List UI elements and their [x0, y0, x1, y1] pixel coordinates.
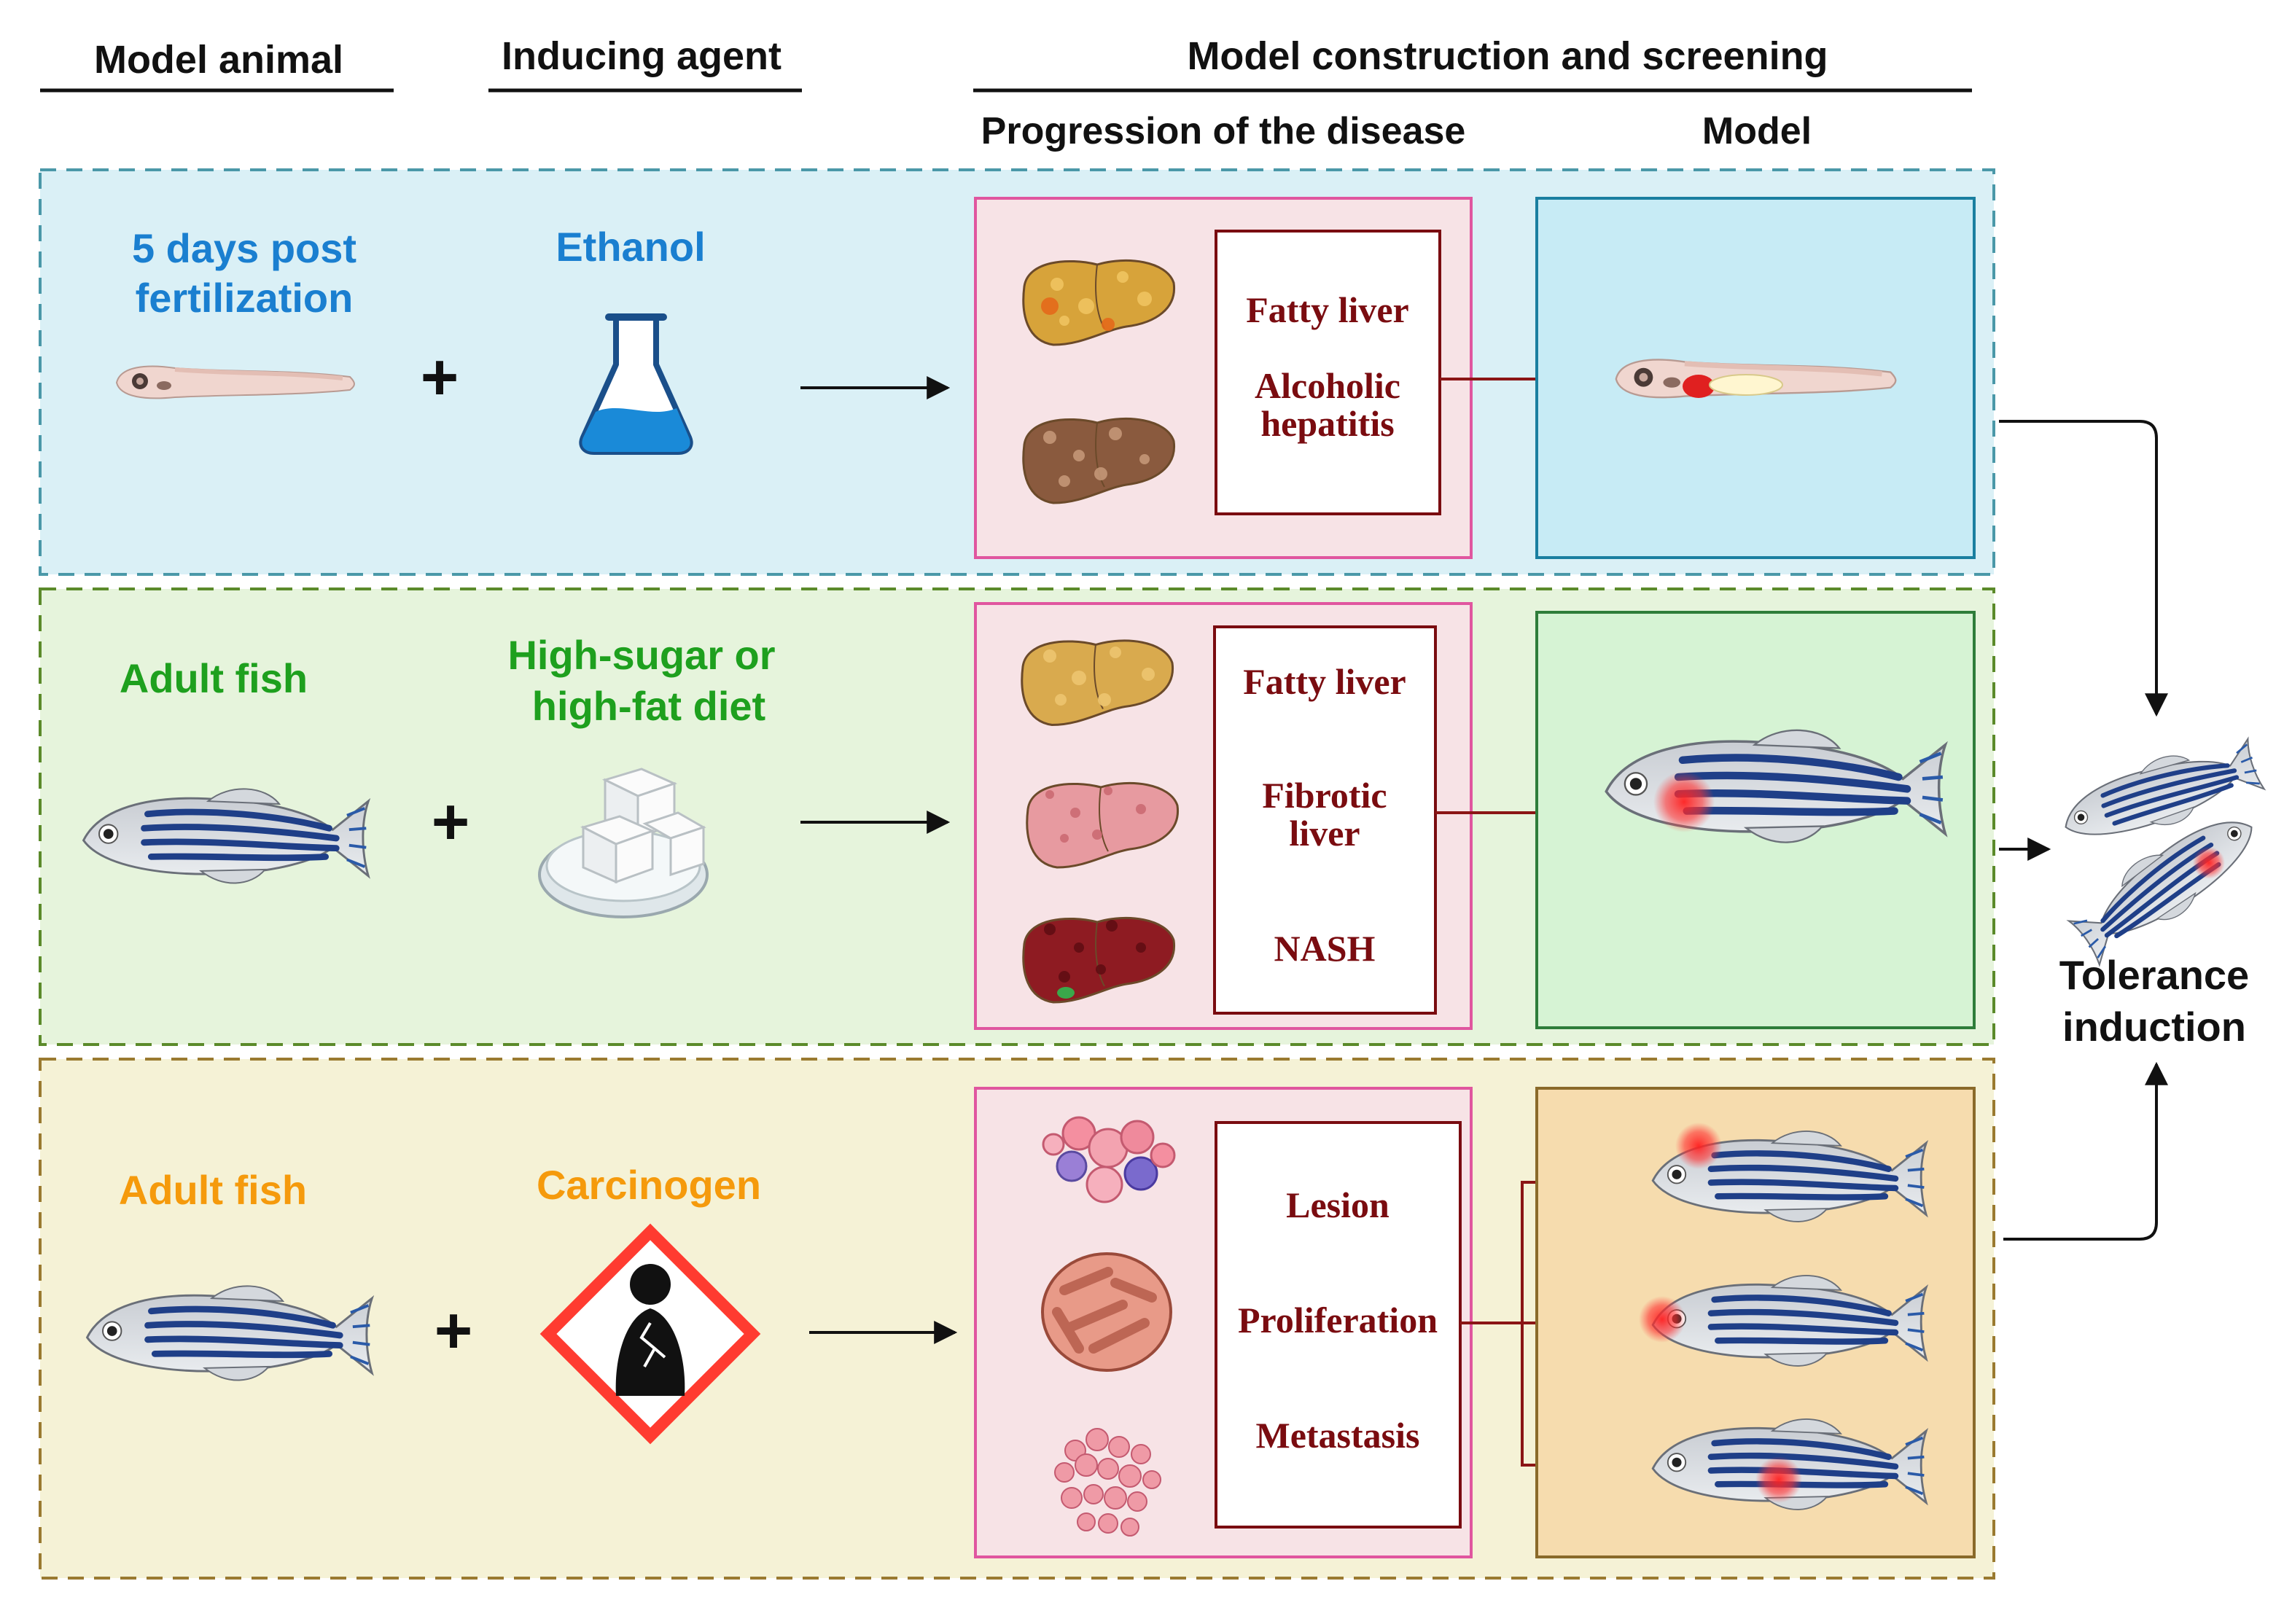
- stage-label: Metastasis: [1256, 1415, 1420, 1456]
- model-animal-label: Adult fish: [120, 655, 308, 701]
- tumor-spot: [1755, 1456, 1802, 1503]
- stage-label: liver: [1289, 813, 1360, 854]
- liver-nodules: [1043, 427, 1150, 487]
- inducing-agent-label: High-sugar or: [507, 632, 775, 678]
- stage-label: Lesion: [1286, 1184, 1390, 1225]
- liver-lesion-spot: [1653, 771, 1715, 832]
- model-animal-label: 5 days post: [132, 225, 356, 271]
- stage-label: Proliferation: [1238, 1300, 1438, 1340]
- flow-arrow: [1999, 420, 2168, 717]
- liver-fibrosis: [1045, 786, 1146, 843]
- plus-sign: +: [434, 1295, 473, 1367]
- stage-box: [1213, 625, 1437, 1015]
- tolerance-outcome: Tolerance induction: [2054, 730, 2269, 1050]
- gallbladder: [1057, 987, 1075, 999]
- model-animal-label: Adult fish: [119, 1167, 307, 1213]
- sugar-cubes-dish-icon: [538, 768, 709, 918]
- outcome-label: Tolerance: [2059, 952, 2249, 998]
- stage-label: Fibrotic: [1262, 775, 1387, 816]
- stage-box: [1215, 230, 1441, 515]
- tumor-spot: [1675, 1123, 1722, 1169]
- plus-sign: +: [432, 786, 470, 859]
- header-progression: Progression of the disease: [981, 110, 1466, 152]
- liver-spots: [1043, 647, 1155, 706]
- row-diet: Adult fish + High-sugar or high-fat diet: [39, 587, 2051, 1046]
- stage-label: Fatty liver: [1246, 289, 1409, 330]
- stage-label: Fatty liver: [1243, 661, 1406, 702]
- liver-nodules: [1044, 920, 1146, 983]
- header-model: Model: [1702, 110, 1812, 152]
- yolk: [1709, 374, 1783, 396]
- row-ethanol: 5 days post fertilization + Ethanol Fatt…: [39, 168, 2168, 717]
- model-animal-label: fertilization: [136, 275, 354, 321]
- stage-box: [1215, 1121, 1462, 1529]
- tumor-spot: [1639, 1296, 1685, 1343]
- header-model-construction: Model construction and screening: [1187, 34, 1828, 78]
- stage-label: Alcoholic: [1255, 365, 1400, 406]
- tumor-cells-icon: [1042, 1116, 1176, 1203]
- tumor-cells-icon: [1054, 1428, 1161, 1537]
- inducing-agent-label: Ethanol: [556, 224, 705, 270]
- column-headers: Model animal Inducing agent Model constr…: [40, 34, 1972, 152]
- header-model-animal: Model animal: [94, 38, 343, 82]
- liver-lesion-spot: [1683, 375, 1715, 398]
- inducing-agent-label: high-fat diet: [532, 683, 765, 729]
- stage-label: NASH: [1274, 928, 1376, 969]
- inducing-agent-label: Carcinogen: [537, 1162, 761, 1208]
- outcome-label: induction: [2062, 1004, 2246, 1050]
- stage-label: hepatitis: [1260, 403, 1394, 444]
- flow-arrow: [2003, 1061, 2168, 1241]
- plus-sign: +: [421, 341, 459, 414]
- tumor-cells-icon: [1041, 1252, 1172, 1372]
- liver-spots: [1041, 271, 1152, 331]
- header-inducing-agent: Inducing agent: [502, 34, 782, 78]
- adult-zebrafish-icon: [2064, 797, 2269, 969]
- row-carcinogen: Adult fish + Carcinogen: [39, 1058, 2168, 1580]
- ethanol-flask-icon: [579, 313, 693, 455]
- health-hazard-icon: [539, 1223, 761, 1445]
